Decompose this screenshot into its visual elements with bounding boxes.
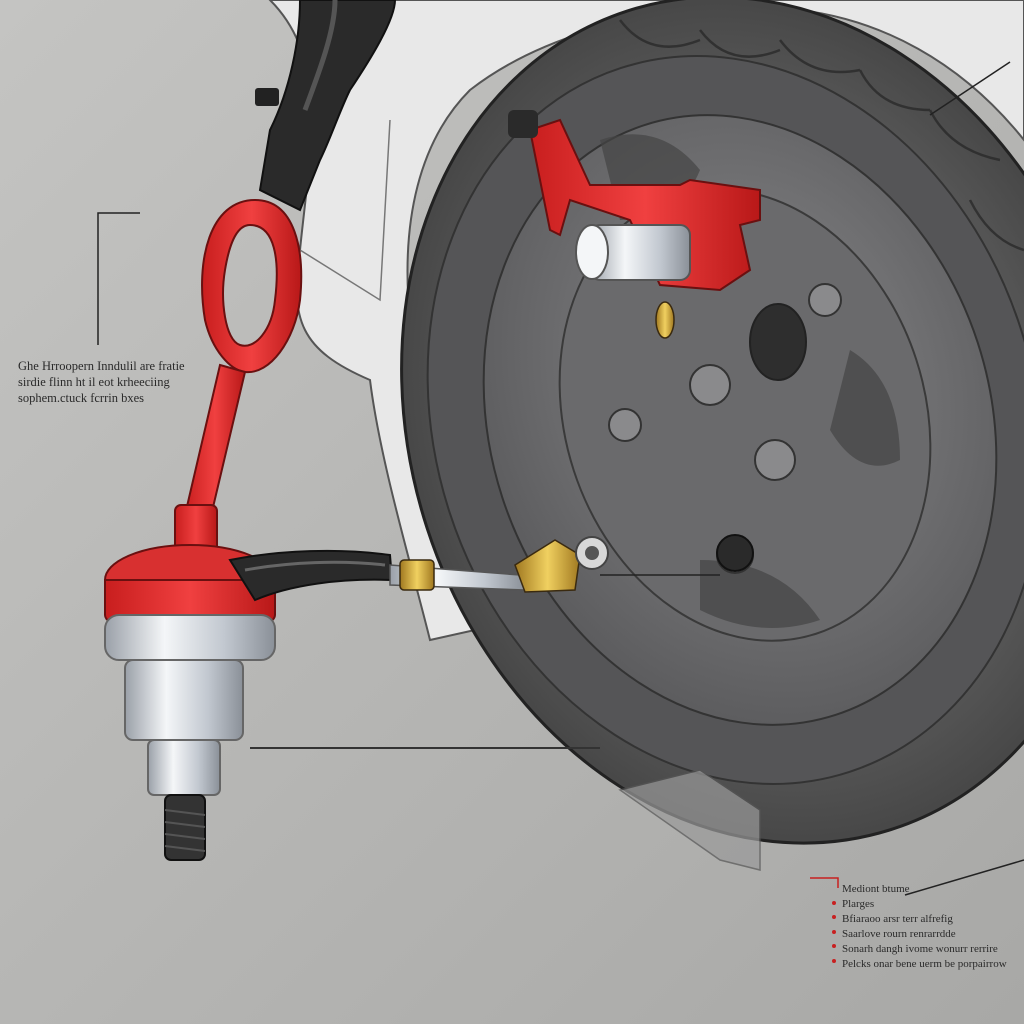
right-callout-bracket xyxy=(810,877,839,888)
hose-highlight xyxy=(302,0,338,111)
brass-fitting xyxy=(399,559,435,591)
right-callout-line: Saarlove rourn renrarrdde xyxy=(842,928,956,940)
left-callout-bracket xyxy=(97,212,140,345)
tire-tread xyxy=(619,19,1024,342)
gauge-silver-ring xyxy=(104,614,276,661)
rim-spoke-opening xyxy=(700,560,820,628)
rim-valve xyxy=(716,534,754,572)
callout-leader-top xyxy=(929,61,1011,116)
tire-valve-stem xyxy=(655,301,675,339)
right-callout-line: Sonarh dangh ivome wonurr rerrire xyxy=(842,943,998,955)
lug-nuts xyxy=(608,283,842,574)
wheel-clamp xyxy=(528,118,761,292)
hub-bore xyxy=(749,303,807,381)
fender-crease xyxy=(299,119,391,302)
left-callout-line: sophem.ctuck fcrrin bxes xyxy=(18,391,145,405)
right-callout-line: Mediont btume xyxy=(842,883,910,895)
right-callout-markers xyxy=(832,901,836,963)
hose-upper xyxy=(258,0,397,212)
gauge-silver-body xyxy=(124,659,244,741)
gauge-hose-shine xyxy=(244,560,386,572)
right-callout-line: Bfiaraoo arsr terr alfrefig xyxy=(842,913,953,925)
tire-ground-contact xyxy=(618,769,761,871)
brass-elbow xyxy=(514,539,581,593)
left-callout-line: sirdie flinn ht il eot krheeciing xyxy=(18,375,170,389)
right-callout-text: Mediont btume Plarges Bfiaraoo arsr terr… xyxy=(842,882,1007,972)
clamp-knob xyxy=(508,110,538,138)
left-callout-text: Ghe Hrroopern Inndulil are fratie sirdie… xyxy=(18,358,185,406)
right-callout-leader xyxy=(904,859,1024,896)
clamp-cylinder-cap xyxy=(575,224,609,280)
left-callout-line: Ghe Hrroopern Inndulil are fratie xyxy=(18,359,185,373)
right-callout-line: Pelcks onar bene uerm be porpairrow xyxy=(842,958,1007,970)
hose-clip xyxy=(255,88,279,106)
gauge-thread-lines xyxy=(164,809,206,852)
rim-spoke-opening xyxy=(830,350,900,466)
right-callout-line: Plarges xyxy=(842,898,875,910)
gauge-silver-neck xyxy=(147,739,221,796)
